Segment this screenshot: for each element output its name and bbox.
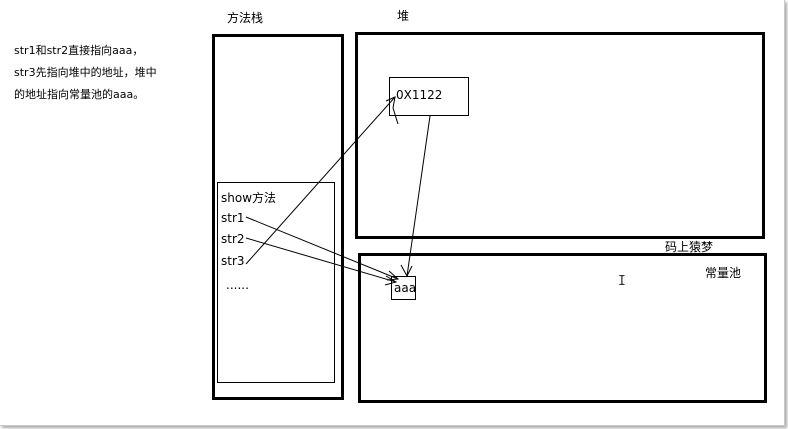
arrow-str1-to-aaa (245, 216, 399, 280)
arrowhead-str3-tail (392, 107, 399, 125)
arrow-heap-to-aaa (406, 115, 431, 277)
var-str3: str3 (221, 254, 245, 268)
pool-object-box: aaa (391, 276, 416, 300)
pool-value: aaa (394, 281, 417, 295)
var-str1: str1 (221, 211, 245, 225)
var-str2: str2 (221, 232, 245, 246)
note-line-1: str1和str2直接指向aaa， (14, 44, 144, 57)
arrowhead-str2 (384, 275, 398, 286)
arrow-str2-to-aaa (245, 237, 397, 283)
text-cursor-icon: I (618, 274, 626, 289)
arrowhead-heap (400, 264, 413, 278)
method-stack-box (212, 34, 344, 400)
pool-label: 常量池 (705, 266, 742, 280)
var-ellipsis: ...... (226, 278, 249, 292)
heap-box (355, 32, 765, 239)
constant-pool-box (358, 253, 767, 403)
heap-object-box: 0X1122 (389, 77, 469, 116)
watermark-label: 码上猿梦 (665, 240, 714, 254)
note-line-3: 的地址指向常量池的aaa。 (14, 88, 145, 101)
heap-label: 堆 (397, 9, 410, 23)
arrowhead-str3 (385, 96, 396, 109)
note-line-2: str3先指向堆中的地址，堆中 (14, 66, 157, 79)
arrowhead-str1 (386, 270, 400, 281)
stack-label: 方法栈 (227, 11, 264, 25)
frame-title: show方法 (221, 191, 277, 205)
arrow-str3-to-heap (245, 96, 396, 265)
show-method-frame: show方法 str1 str2 str3 ...... (217, 182, 335, 383)
heap-address: 0X1122 (396, 88, 443, 102)
